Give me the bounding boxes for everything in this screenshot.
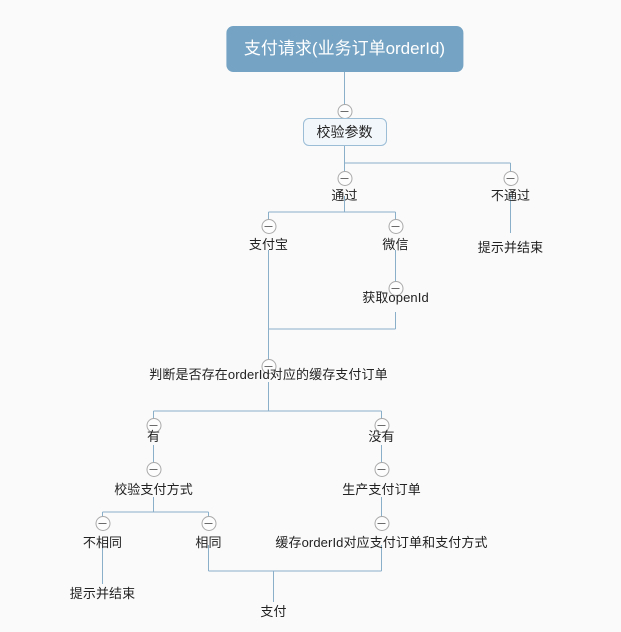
collapse-minus-icon-create-pay-order[interactable] [374,462,389,477]
edge-pass-split [268,196,396,220]
collapse-minus-icon-judge-cache[interactable] [261,359,276,374]
edge-merge-to-pay [208,545,382,602]
edge-merge-to-judge [268,250,396,360]
collapse-minus-icon-not-same[interactable] [95,516,110,531]
node-not-same[interactable]: 不相同 [82,535,123,550]
node-notify-end-1[interactable]: 提示并结束 [477,240,544,255]
collapse-minus-icon-check-pay-method[interactable] [146,462,161,477]
node-cache-order[interactable]: 缓存orderId对应支付订单和支付方式 [275,535,488,550]
node-wechat[interactable]: 微信 [382,237,409,252]
edge-judge-split [153,382,382,419]
node-get-openid[interactable]: 获取openId [362,290,429,305]
node-check-pay-method[interactable]: 校验支付方式 [114,482,193,497]
node-not-pass[interactable]: 不通过 [490,188,531,203]
collapse-minus-icon-get-openid[interactable] [388,281,403,296]
node-alipay[interactable]: 支付宝 [248,237,289,252]
collapse-minus-icon-cache-order[interactable] [374,516,389,531]
edge-validate-split [344,146,511,172]
node-pass[interactable]: 通过 [331,188,358,203]
collapse-minus-icon-has-not[interactable] [374,418,389,433]
edge-check-split [102,497,209,517]
collapse-minus-icon-has[interactable] [146,418,161,433]
collapse-minus-icon-pass[interactable] [337,171,352,186]
collapse-minus-icon-alipay[interactable] [261,219,276,234]
collapse-minus-icon-not-pass[interactable] [503,171,518,186]
node-pay[interactable]: 支付 [260,604,287,619]
node-has-not[interactable]: 没有 [368,429,395,444]
node-notify-end-2[interactable]: 提示并结束 [69,586,136,601]
collapse-minus-icon-same[interactable] [201,516,216,531]
node-root[interactable]: 支付请求(业务订单orderId) [225,26,464,72]
node-validate-params[interactable]: 校验参数 [302,118,387,146]
node-judge-cache[interactable]: 判断是否存在orderId对应的缓存支付订单 [149,367,388,382]
collapse-minus-icon-wechat[interactable] [388,219,403,234]
node-same[interactable]: 相同 [195,535,222,550]
node-has[interactable]: 有 [146,429,161,444]
collapse-minus-icon-validate[interactable] [337,104,352,119]
node-create-pay-order[interactable]: 生产支付订单 [342,482,421,497]
